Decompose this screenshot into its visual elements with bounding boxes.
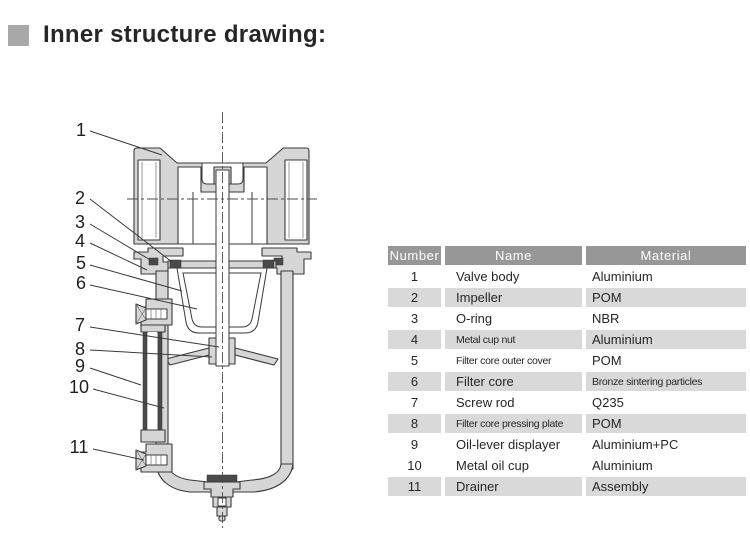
cell-num: 11 [388,477,441,496]
cell-name: Metal oil cup [445,456,582,475]
cell-name: Screw rod [445,393,582,412]
oil-lever-displayer [135,298,173,443]
cell-mat: POM [586,351,746,370]
callout-number: 4 [75,231,85,251]
cell-num: 5 [388,351,441,370]
cell-name: Metal cup nut [445,330,582,349]
callout-number: 7 [75,315,85,335]
cell-num: 10 [388,456,441,475]
callout-6: 6 [76,273,198,310]
callouts: 1 2 3 4 5 6 7 8 [69,120,220,461]
callout-10: 10 [69,377,165,409]
parts-table-header: Number Name Material [388,246,746,265]
cell-name: O-ring [445,309,582,328]
centerlines [127,112,317,528]
cell-mat: Q235 [586,393,746,412]
cell-mat: Assembly [586,477,746,496]
cell-mat: Aluminium [586,330,746,349]
cell-name: Filter core [445,372,582,391]
section-marker-icon [8,24,29,46]
callout-5: 5 [76,253,183,292]
cell-name: Filter core pressing plate [445,414,582,433]
callout-4: 4 [75,231,148,271]
callout-8: 8 [75,339,213,359]
callout-number: 8 [75,339,85,359]
callout-3: 3 [75,212,153,262]
cell-name: Filter core outer cover [445,351,582,370]
cell-num: 9 [388,435,441,454]
cell-mat: Aluminium [586,456,746,475]
callout-number: 9 [75,356,85,376]
col-header-name: Name [445,246,582,265]
callout-11: 11 [70,437,145,461]
cell-mat: Aluminium+PC [586,435,746,454]
cell-num: 8 [388,414,441,433]
callout-1: 1 [76,120,163,156]
cell-num: 4 [388,330,441,349]
callout-2: 2 [75,188,173,263]
cell-name: Impeller [445,288,582,307]
cell-mat: Bronze sintering particles [586,372,746,391]
drainer [135,443,241,522]
cell-name: Drainer [445,477,582,496]
callout-number: 6 [76,273,86,293]
cell-mat: POM [586,414,746,433]
cell-mat: Aluminium [586,267,746,286]
cell-mat: NBR [586,309,746,328]
callout-number: 11 [70,437,89,457]
callout-7: 7 [75,315,220,348]
cell-num: 2 [388,288,441,307]
callout-number: 1 [76,120,86,140]
inner-structure-diagram: 1 2 3 4 5 6 7 8 [69,112,317,528]
cell-mat: POM [586,288,746,307]
callout-number: 3 [75,212,85,232]
cell-num: 3 [388,309,441,328]
callout-number: 5 [76,253,86,273]
col-header-material: Material [586,246,746,265]
cell-num: 1 [388,267,441,286]
cell-name: Oil-lever displayer [445,435,582,454]
cell-num: 6 [388,372,441,391]
col-header-number: Number [388,246,441,265]
callout-number: 10 [69,377,89,397]
callout-number: 2 [75,188,85,208]
page-title: Inner structure drawing: [43,21,327,48]
section-header: Inner structure drawing: [8,21,326,49]
cell-name: Valve body [445,267,582,286]
cell-num: 7 [388,393,441,412]
callout-9: 9 [75,356,142,386]
